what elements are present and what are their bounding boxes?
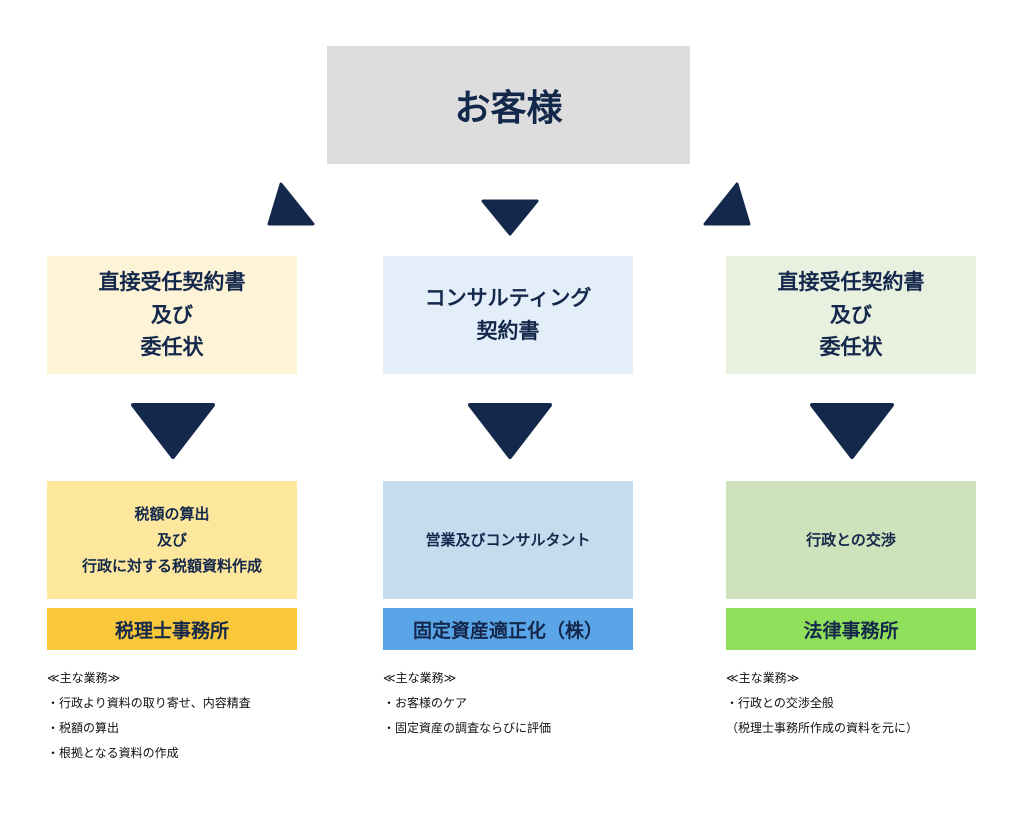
contract-box-tax: 直接受任契約書 及び 委任状 (47, 256, 297, 374)
notes-consulting: ≪主な業務≫ ・お客様のケア ・固定資産の調査ならびに評価 (383, 666, 683, 741)
contract-box-legal: 直接受任契約書 及び 委任状 (726, 256, 976, 374)
task-box-consulting: 営業及びコンサルタント (383, 481, 633, 599)
notes-item: ・固定資産の調査ならびに評価 (383, 721, 552, 735)
notes-heading: ≪主な業務≫ (726, 671, 800, 685)
notes-item: ・行政より資料の取り寄せ、内容精査 (47, 696, 251, 710)
task-box-tax: 税額の算出 及び 行政に対する税額資料作成 (47, 481, 297, 599)
notes-item: ・お客様のケア (383, 696, 468, 710)
contract-box-consulting: コンサルティング 契約書 (383, 256, 633, 374)
org-label-tax-office: 税理士事務所 (47, 608, 297, 650)
notes-heading: ≪主な業務≫ (47, 671, 121, 685)
notes-item: ・根拠となる資料の作成 (47, 746, 179, 760)
arrow-down-icon-center-top (481, 199, 539, 236)
client-box: お客様 (327, 46, 690, 164)
org-label-law-office: 法律事務所 (726, 608, 976, 650)
notes-heading: ≪主な業務≫ (383, 671, 457, 685)
notes-item: ・行政との交渉全般 (726, 696, 834, 710)
arrow-down-icon-center (468, 403, 552, 459)
notes-tax: ≪主な業務≫ ・行政より資料の取り寄せ、内容精査 ・税額の算出 ・根拠となる資料… (47, 666, 347, 766)
arrow-up-right-icon (703, 182, 751, 226)
notes-item: （税理士事務所作成の資料を元に） (726, 721, 919, 735)
task-box-legal: 行政との交渉 (726, 481, 976, 599)
arrow-down-icon-right (810, 403, 894, 459)
notes-item: ・税額の算出 (47, 721, 120, 735)
arrow-down-icon-left (131, 403, 215, 459)
notes-legal: ≪主な業務≫ ・行政との交渉全般 （税理士事務所作成の資料を元に） (726, 666, 1024, 741)
arrow-up-left-icon (267, 182, 315, 226)
org-label-asset-company: 固定資産適正化（株） (383, 608, 633, 650)
